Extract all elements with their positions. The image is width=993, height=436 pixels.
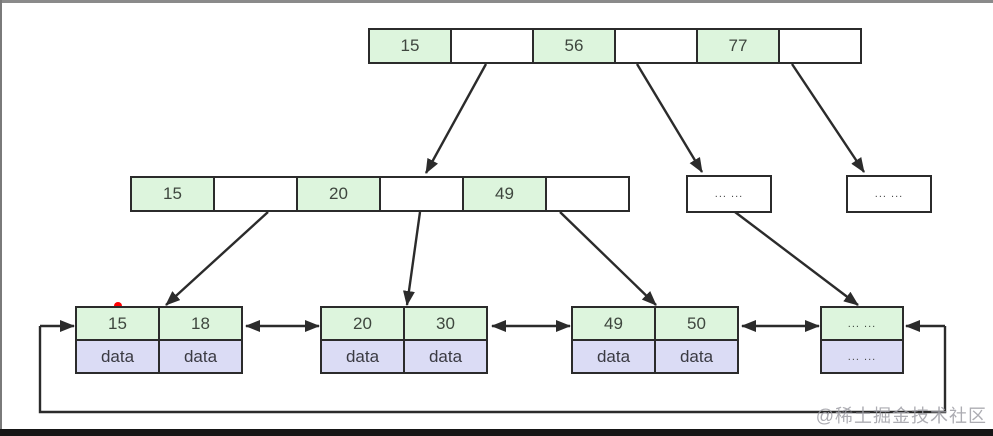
root-pointer-cell [614,30,696,62]
watermark: @稀土掘金技术社区 [815,406,987,426]
leaf-data-row: data data [573,341,737,372]
internal-key-cell: 20 [296,178,379,210]
internal-pointer-cell [379,178,462,210]
leaf-keys-row: 49 50 [573,308,737,341]
leaf-keys-row: ... ... [822,308,902,341]
leaf-node-4: ... ... ... ... [820,306,904,374]
leaf-data-cell: data [77,341,158,372]
leaf-keys-row: 15 18 [77,308,241,341]
leaf-key-cell: 20 [322,308,403,339]
leaf-data-cell: data [322,341,403,372]
arrow-internal-to-leaf2 [402,211,422,306]
leaf-keys-row: 20 30 [322,308,486,341]
leaf-key-cell: ... ... [822,308,902,339]
leaf-node-1: 15 18 data data [75,306,243,374]
root-node: 15 56 77 [368,28,862,64]
root-pointer-cell [778,30,860,62]
leaf-data-cell: data [573,341,654,372]
leaf-data-row: data data [77,341,241,372]
root-pointer-cell [450,30,532,62]
screenshot-left-border [0,0,2,436]
leaf-data-cell: data [654,341,737,372]
leaf-data-cell: data [158,341,241,372]
bottom-black-bar [0,429,993,436]
internal-pointer-cell [545,178,628,210]
root-key-cell: 15 [370,30,450,62]
internal-stub-node: ... ... [846,175,932,213]
leaf-key-cell: 50 [654,308,737,339]
leaf-key-cell: 18 [158,308,241,339]
leaf-data-row: data data [322,341,486,372]
arrow-internal-to-leaf1 [165,211,269,306]
leaf-data-cell: ... ... [822,341,902,372]
root-key-cell: 77 [696,30,778,62]
internal-pointer-cell [213,178,296,210]
internal-key-cell: 49 [462,178,545,210]
internal-node: 15 20 49 [130,176,630,212]
arrow-root-to-internal [424,63,488,174]
root-key-cell: 56 [532,30,614,62]
arrow-stub1-to-leaf4 [734,211,859,306]
internal-key-cell: 15 [132,178,213,210]
leaf-key-cell: 49 [573,308,654,339]
arrow-root-to-stub2 [791,63,865,173]
leaf-data-cell: data [403,341,486,372]
arrow-root-to-stub1 [635,63,704,173]
leaf-node-2: 20 30 data data [320,306,488,374]
arrow-internal-to-leaf3 [559,211,657,306]
leaf-node-3: 49 50 data data [571,306,739,374]
internal-stub-node: ... ... [686,175,772,213]
leaf-key-cell: 30 [403,308,486,339]
screenshot-top-border [0,0,993,3]
leaf-data-row: ... ... [822,341,902,372]
leaf-key-cell: 15 [77,308,158,339]
